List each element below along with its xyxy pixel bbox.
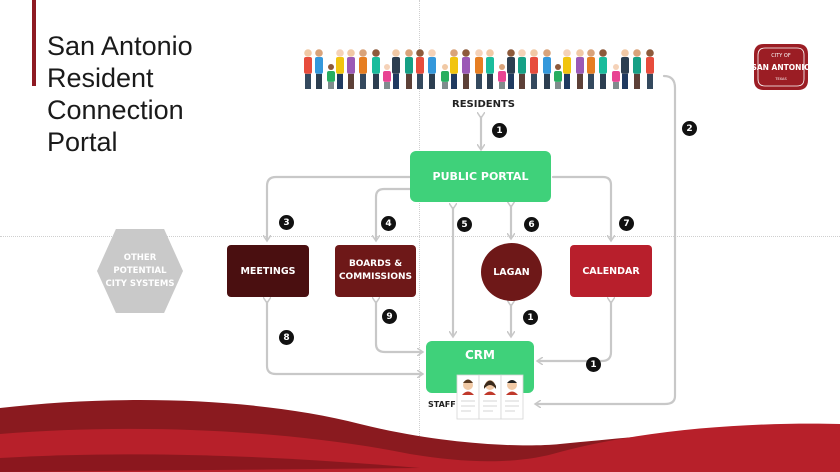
resident-figure xyxy=(359,49,367,89)
badge-lagan-crm: 1 xyxy=(523,310,538,325)
resident-figure xyxy=(336,49,344,89)
accent-bar xyxy=(32,0,36,86)
resident-figure xyxy=(646,49,654,89)
connector-calendar-crm xyxy=(538,302,611,361)
boards-commissions-node: BOARDS & COMMISSIONS xyxy=(335,245,416,297)
residents-crowd-illustration xyxy=(304,49,654,89)
meetings-node: MEETINGS xyxy=(227,245,309,297)
other-systems-line: CITY SYSTEMS xyxy=(105,278,175,289)
resident-figure xyxy=(475,49,483,89)
resident-figure xyxy=(599,49,607,89)
resident-figure xyxy=(383,64,391,89)
resident-figure xyxy=(392,49,400,89)
resident-figure xyxy=(554,64,562,89)
connector-portal-meetings xyxy=(267,175,412,240)
other-city-systems-node: OTHER POTENTIAL CITY SYSTEMS xyxy=(97,229,183,313)
calendar-node: CALENDAR xyxy=(570,245,652,297)
connector-portal-boards xyxy=(376,187,412,240)
connector-meetings-crm xyxy=(267,302,422,374)
logo-bottom-text: TEXAS xyxy=(774,77,787,81)
resident-figure xyxy=(587,49,595,89)
badge-meetings: 3 xyxy=(279,215,294,230)
badge-boards-crm: 9 xyxy=(382,309,397,324)
footer-waves xyxy=(0,400,840,472)
resident-figure xyxy=(450,49,458,89)
city-of-san-antonio-logo: CITY OF SAN ANTONIO TEXAS xyxy=(751,44,811,90)
resident-figure xyxy=(428,49,436,89)
resident-figure xyxy=(327,64,335,89)
title-line: San Antonio xyxy=(47,31,193,61)
badge-calendar-crm: 1 xyxy=(586,357,601,372)
badge-lagan: 6 xyxy=(524,217,539,232)
badge-boards: 4 xyxy=(381,216,396,231)
resident-figure xyxy=(621,49,629,89)
badge-meetings-crm: 8 xyxy=(279,330,294,345)
logo-name: SAN ANTONIO xyxy=(751,63,810,72)
other-systems-line: OTHER xyxy=(123,252,157,263)
resident-figure xyxy=(563,49,571,89)
resident-figure xyxy=(543,49,551,89)
resident-figure xyxy=(507,49,515,89)
public-portal-node: PUBLIC PORTAL xyxy=(410,151,551,202)
connector-portal-calendar xyxy=(551,175,611,240)
connector-boards-crm xyxy=(376,302,422,352)
resident-figure xyxy=(462,49,470,89)
resident-figure xyxy=(347,49,355,89)
resident-figure xyxy=(486,49,494,89)
resident-figure xyxy=(405,49,413,89)
resident-figure xyxy=(372,49,380,89)
boards-label-line: COMMISSIONS xyxy=(338,272,413,282)
resident-figure xyxy=(315,49,323,89)
lagan-node: LAGAN xyxy=(481,243,542,301)
resident-figure xyxy=(612,64,620,89)
title-line: Connection xyxy=(47,95,184,125)
badge-calendar: 7 xyxy=(619,216,634,231)
residents-label: RESIDENTS xyxy=(452,99,515,110)
resident-figure xyxy=(518,49,526,89)
resident-figure xyxy=(576,49,584,89)
badge-residents-crm: 2 xyxy=(682,121,697,136)
other-systems-line: POTENTIAL xyxy=(113,265,167,276)
badge-portal-crm: 5 xyxy=(457,217,472,232)
title-line: Resident xyxy=(47,63,154,93)
resident-figure xyxy=(441,64,449,89)
resident-figure xyxy=(498,64,506,89)
connector-residents-crm xyxy=(536,74,677,404)
resident-figure xyxy=(633,49,641,89)
resident-figure xyxy=(304,49,312,89)
slide-title: San Antonio Resident Connection Portal xyxy=(47,30,267,158)
badge-residents-portal: 1 xyxy=(492,123,507,138)
staff-cards-illustration xyxy=(456,374,524,420)
resident-figure xyxy=(416,49,424,89)
staff-label: STAFF xyxy=(428,400,456,409)
logo-top-text: CITY OF xyxy=(771,53,791,59)
boards-label-line: BOARDS & xyxy=(348,259,403,269)
guide-line-horizontal xyxy=(0,236,840,237)
resident-figure xyxy=(530,49,538,89)
title-line: Portal xyxy=(47,127,118,157)
